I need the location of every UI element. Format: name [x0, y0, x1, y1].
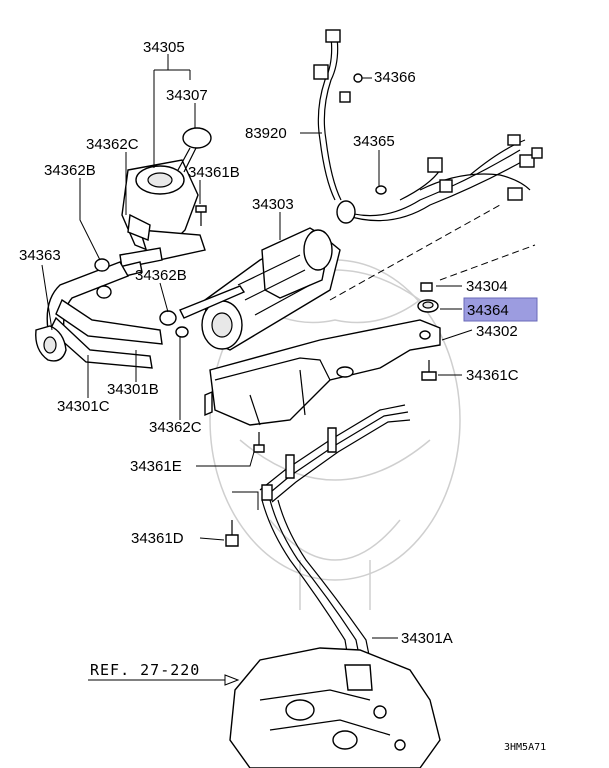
- label-34361e[interactable]: 34361E: [130, 458, 182, 475]
- pump-motor: [179, 227, 341, 351]
- label-34305[interactable]: 34305: [143, 39, 185, 56]
- return-hose-assembly: [35, 261, 163, 369]
- reference-label[interactable]: REF. 27-220: [90, 661, 200, 679]
- label-34365[interactable]: 34365: [353, 133, 395, 150]
- dashed-guide-lines: [329, 204, 536, 301]
- label-34362b-left[interactable]: 34362B: [44, 162, 96, 179]
- label-34364[interactable]: 34364: [467, 302, 509, 319]
- wiring-harness: [313, 29, 543, 224]
- label-34303[interactable]: 34303: [252, 196, 294, 213]
- reservoir-cap: [177, 127, 212, 173]
- part-labels: 34305 34307 34362C 34362B 34361B 34363 3…: [19, 39, 546, 753]
- label-34301c[interactable]: 34301C: [57, 398, 110, 415]
- label-34361c[interactable]: 34361C: [466, 367, 519, 384]
- bolt-34361d: [225, 520, 239, 547]
- label-34362b-mid[interactable]: 34362B: [135, 267, 187, 284]
- label-34362c-top[interactable]: 34362C: [86, 136, 139, 153]
- bolt-34361b: [195, 205, 207, 226]
- mounting-bracket: [204, 319, 441, 426]
- nut-34304: [420, 282, 433, 292]
- label-34361b[interactable]: 34361B: [188, 164, 240, 181]
- reservoir-assembly: [114, 159, 206, 279]
- label-34366[interactable]: 34366: [374, 69, 416, 86]
- leader-lines: [41, 54, 473, 686]
- diagram-code: 3HM5A71: [504, 742, 546, 753]
- label-34362c-bottom[interactable]: 34362C: [149, 419, 202, 436]
- highlight-box-34364: [463, 297, 538, 322]
- bolt-34361e: [253, 432, 265, 453]
- hose-clamps: [94, 258, 189, 338]
- bolt-34361c: [421, 360, 437, 381]
- label-34302[interactable]: 34302: [476, 323, 518, 340]
- transfer-case: [229, 647, 441, 768]
- pressure-lines: [232, 404, 411, 671]
- label-34307[interactable]: 34307: [166, 87, 208, 104]
- label-34361d[interactable]: 34361D: [131, 530, 184, 547]
- label-34304[interactable]: 34304: [466, 278, 508, 295]
- label-34301a[interactable]: 34301A: [401, 630, 453, 647]
- label-83920[interactable]: 83920: [245, 125, 287, 142]
- label-34363[interactable]: 34363: [19, 247, 61, 264]
- label-34301b[interactable]: 34301B: [107, 381, 159, 398]
- grommet-34364: [417, 299, 439, 313]
